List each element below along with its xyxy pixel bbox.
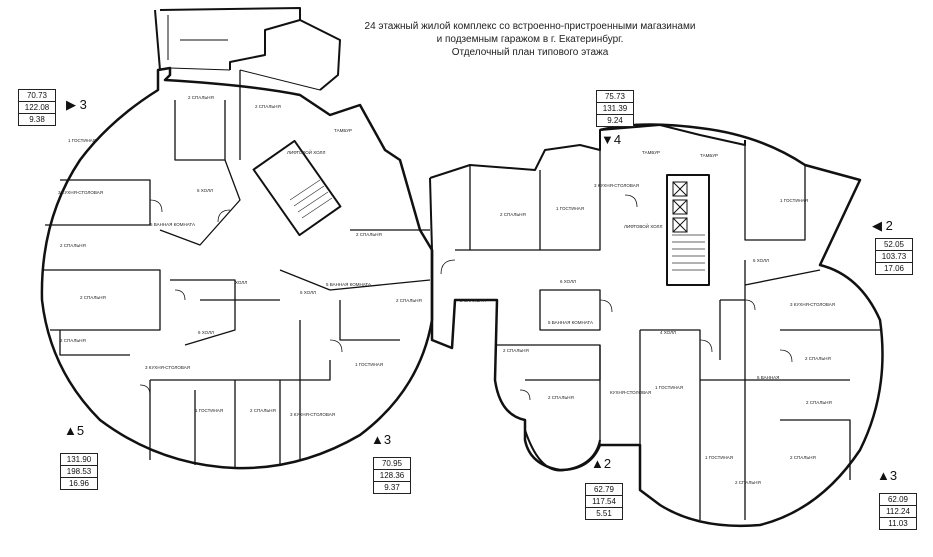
room-label: 5 ВАННАЯ КОМНАТА xyxy=(326,282,371,287)
room-label: 6 ХОЛЛ xyxy=(198,330,214,335)
room-label: 1 ГОСТИНАЯ xyxy=(355,362,384,367)
unit-area-balcony: 11.03 xyxy=(888,519,908,528)
room-label: 3 КУХНЯ-СТОЛОВАЯ xyxy=(290,412,335,417)
room-label: 2 СПАЛЬНЯ xyxy=(735,480,761,485)
unit-area-balcony: 9.37 xyxy=(384,483,400,492)
unit-area-total: 122.08 xyxy=(19,102,55,114)
plan-title: 24 этажный жилой комплекс со встроенно-п… xyxy=(330,20,730,59)
west-core xyxy=(252,139,342,237)
stair-hatching xyxy=(289,179,705,271)
room-label: 5 ВАННАЯ КОМНАТА xyxy=(150,222,195,227)
unit-area-living: 62.79 xyxy=(586,484,622,496)
north-block-outline xyxy=(154,7,341,91)
room-label: 2 СПАЛЬНЯ xyxy=(250,408,276,413)
unit-area-box: 131.90 198.53 16.96 xyxy=(60,453,98,490)
room-label: 1 ГОСТИНАЯ xyxy=(68,138,97,143)
room-label: 1 ГОСТИНАЯ xyxy=(556,206,585,211)
room-label: 2 СПАЛЬНЯ xyxy=(255,104,281,109)
unit-area-total: 198.53 xyxy=(61,466,97,478)
room-label: 6 ХОЛЛ xyxy=(300,290,316,295)
unit-area-box: 70.95 128.36 9.37 xyxy=(373,457,411,494)
room-label: ЛИФТОВОЙ ХОЛЛ xyxy=(624,224,663,229)
unit-marker: ▼4 xyxy=(601,132,622,147)
room-label: 6 ХОЛЛ xyxy=(753,258,769,263)
room-label: 5 ВАННАЯ КОМНАТА xyxy=(548,320,593,325)
room-label: ТАМБУР xyxy=(642,150,661,155)
room-label: 1 ГОСТИНАЯ xyxy=(655,385,684,390)
unit-marker: ▲3 xyxy=(371,432,392,447)
room-label: 2 СПАЛЬНЯ xyxy=(396,298,422,303)
unit-area-total: 131.39 xyxy=(597,103,633,115)
room-label: 3 КУХНЯ-СТОЛОВАЯ xyxy=(594,183,639,188)
unit-area-box: 62.09 112.24 11.03 xyxy=(879,493,917,530)
title-line-1: 24 этажный жилой комплекс со встроенно-п… xyxy=(364,21,696,32)
unit-area-total: 112.24 xyxy=(880,506,916,518)
west-wing-outline xyxy=(40,66,434,470)
unit-area-balcony: 16.96 xyxy=(68,479,90,488)
room-label: КУХНЯ-СТОЛОВАЯ xyxy=(610,390,652,395)
room-label: 1 ГОСТИНАЯ xyxy=(195,408,224,413)
unit-area-living: 52.05 xyxy=(876,239,912,251)
unit-area-total: 117.54 xyxy=(586,496,622,508)
room-label: 2 СПАЛЬНЯ xyxy=(80,295,106,300)
room-label: ХОЛЛ xyxy=(235,280,248,285)
room-label: 2 СПАЛЬНЯ xyxy=(503,348,529,353)
room-label: 5 ВАННАЯ xyxy=(757,375,780,380)
room-label: 2 СПАЛЬНЯ xyxy=(805,356,831,361)
unit-area-balcony: 5.51 xyxy=(596,509,612,518)
unit-marker: ▶ 3 xyxy=(66,97,87,112)
connector-outline xyxy=(429,124,746,251)
room-label: 2 СПАЛЬНЯ xyxy=(500,212,526,217)
room-label: 1 ГОСТИНАЯ xyxy=(780,198,809,203)
room-label: 2 СПАЛЬНЯ xyxy=(806,400,832,405)
room-label: 2 СПАЛЬНЯ xyxy=(60,338,86,343)
unit-area-living: 75.73 xyxy=(597,91,633,103)
room-label: 2 СПАЛЬНЯ xyxy=(790,455,816,460)
unit-marker: ◀ 2 xyxy=(872,218,893,233)
title-line-2: и подземным гаражом в г. Екатеринбург. xyxy=(436,34,624,45)
room-label: 3 КУХНЯ-СТОЛОВАЯ xyxy=(145,365,190,370)
unit-marker: ▲5 xyxy=(64,423,85,438)
room-label: 2 СПАЛЬНЯ xyxy=(356,232,382,237)
unit-area-box: 75.73 131.39 9.24 xyxy=(596,90,634,127)
east-core xyxy=(666,174,710,286)
room-label: 3 КУХНЯ-СТОЛОВАЯ xyxy=(58,190,103,195)
title-line-3: Отделочный план типового этажа xyxy=(451,47,609,58)
unit-area-living: 70.95 xyxy=(374,458,410,470)
west-interior-walls xyxy=(42,70,431,468)
room-label: 2 СПАЛЬНЯ xyxy=(548,395,574,400)
room-label: ТАМБУР xyxy=(700,153,719,158)
unit-area-living: 131.90 xyxy=(61,454,97,466)
north-block-inner xyxy=(167,15,321,91)
unit-area-box: 70.73 122.08 9.38 xyxy=(18,89,56,126)
room-label: 3 КУХНЯ-СТОЛОВАЯ xyxy=(790,302,835,307)
lift-shafts xyxy=(672,181,688,233)
room-label: ТАМБУР xyxy=(334,128,353,133)
unit-area-box: 52.05 103.73 17.06 xyxy=(875,238,913,275)
unit-area-balcony: 17.06 xyxy=(883,264,905,273)
unit-area-living: 70.73 xyxy=(19,90,55,102)
bay-window xyxy=(524,429,601,472)
room-label: 2 СПАЛЬНЯ xyxy=(460,298,486,303)
east-interior-walls xyxy=(455,145,880,520)
unit-area-living: 62.09 xyxy=(880,494,916,506)
room-label: 6 ХОЛЛ xyxy=(560,279,576,284)
unit-area-total: 103.73 xyxy=(876,251,912,263)
unit-area-balcony: 9.38 xyxy=(29,115,45,124)
unit-marker: ▲2 xyxy=(591,456,612,471)
unit-marker: ▲3 xyxy=(877,468,898,483)
room-label: 6 ХОЛЛ xyxy=(197,188,213,193)
unit-area-box: 62.79 117.54 5.51 xyxy=(585,483,623,520)
room-label: 2 СПАЛЬНЯ xyxy=(60,243,86,248)
east-wing-outline xyxy=(430,123,884,528)
room-label: 1 ГОСТИНАЯ xyxy=(705,455,734,460)
unit-area-balcony: 9.24 xyxy=(607,116,623,125)
room-label: ЛИФТОВОЙ ХОЛЛ xyxy=(287,150,326,155)
door-swings xyxy=(139,194,793,401)
room-label: 4 ХОЛЛ xyxy=(660,330,676,335)
room-label: 2 СПАЛЬНЯ xyxy=(188,95,214,100)
unit-area-total: 128.36 xyxy=(374,470,410,482)
